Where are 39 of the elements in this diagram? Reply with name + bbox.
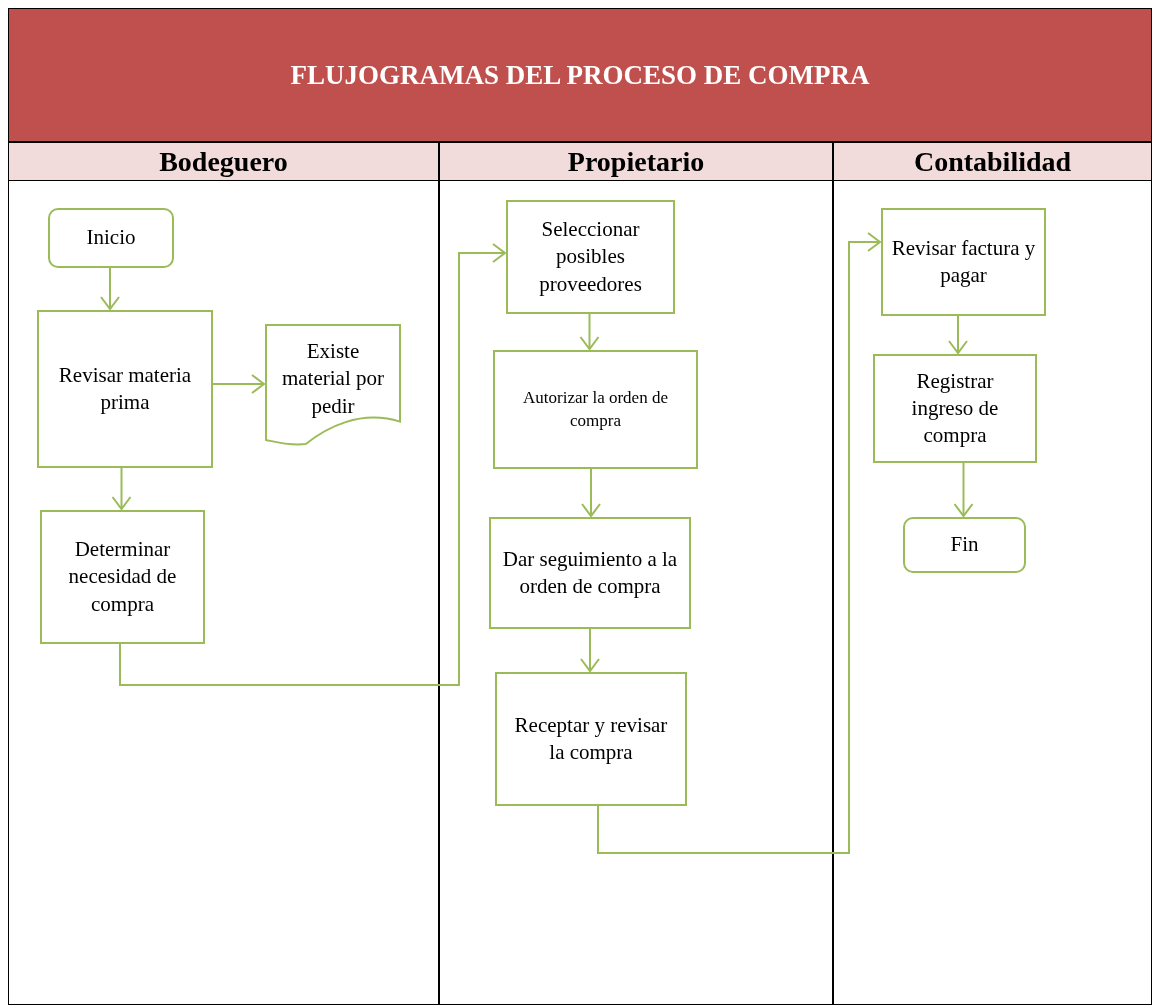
process-box xyxy=(493,350,698,469)
arrow xyxy=(579,312,600,350)
arrow xyxy=(580,627,600,672)
node-label: Revisar materia prima xyxy=(57,361,193,416)
title-banner: FLUJOGRAMAS DEL PROCESO DE COMPRA xyxy=(8,8,1152,142)
arrow xyxy=(948,314,968,354)
swimlane xyxy=(8,142,439,1005)
node-label: Existe material por pedir xyxy=(280,338,385,420)
lane-header: Contabilidad xyxy=(834,143,1151,181)
arrow xyxy=(597,232,881,854)
document-shape xyxy=(265,324,401,446)
terminator-box xyxy=(48,208,174,268)
arrow xyxy=(581,467,601,517)
swimlane xyxy=(833,142,1152,1005)
node-label: Revisar factura y pagar xyxy=(891,234,1036,289)
process-box xyxy=(37,310,213,468)
process-box xyxy=(489,517,691,629)
arrow xyxy=(953,461,974,517)
node-label: Inicio xyxy=(86,224,136,252)
terminator-box xyxy=(903,517,1026,573)
arrow xyxy=(211,374,265,394)
process-box xyxy=(40,510,205,644)
node-label: Dar seguimiento a la orden de compra xyxy=(501,545,679,600)
node-label: Receptar y revisar la compra xyxy=(513,711,669,766)
node-label: Fin xyxy=(950,531,979,559)
process-box xyxy=(506,200,675,314)
process-box xyxy=(495,672,687,806)
swimlane xyxy=(439,142,833,1005)
node-label: Registrar ingreso de compra xyxy=(910,367,1000,450)
node-label: Seleccionar posibles proveedores xyxy=(538,216,643,298)
lane-header: Bodeguero xyxy=(9,143,438,181)
node-label: Autorizar la orden de compra xyxy=(522,387,669,432)
process-box xyxy=(873,354,1037,463)
arrow xyxy=(111,466,132,510)
arrow xyxy=(100,266,120,310)
lane-header: Propietario xyxy=(440,143,832,181)
process-box xyxy=(881,208,1046,316)
arrow xyxy=(119,243,506,686)
node-label: Determinar necesidad de compra xyxy=(67,536,178,618)
